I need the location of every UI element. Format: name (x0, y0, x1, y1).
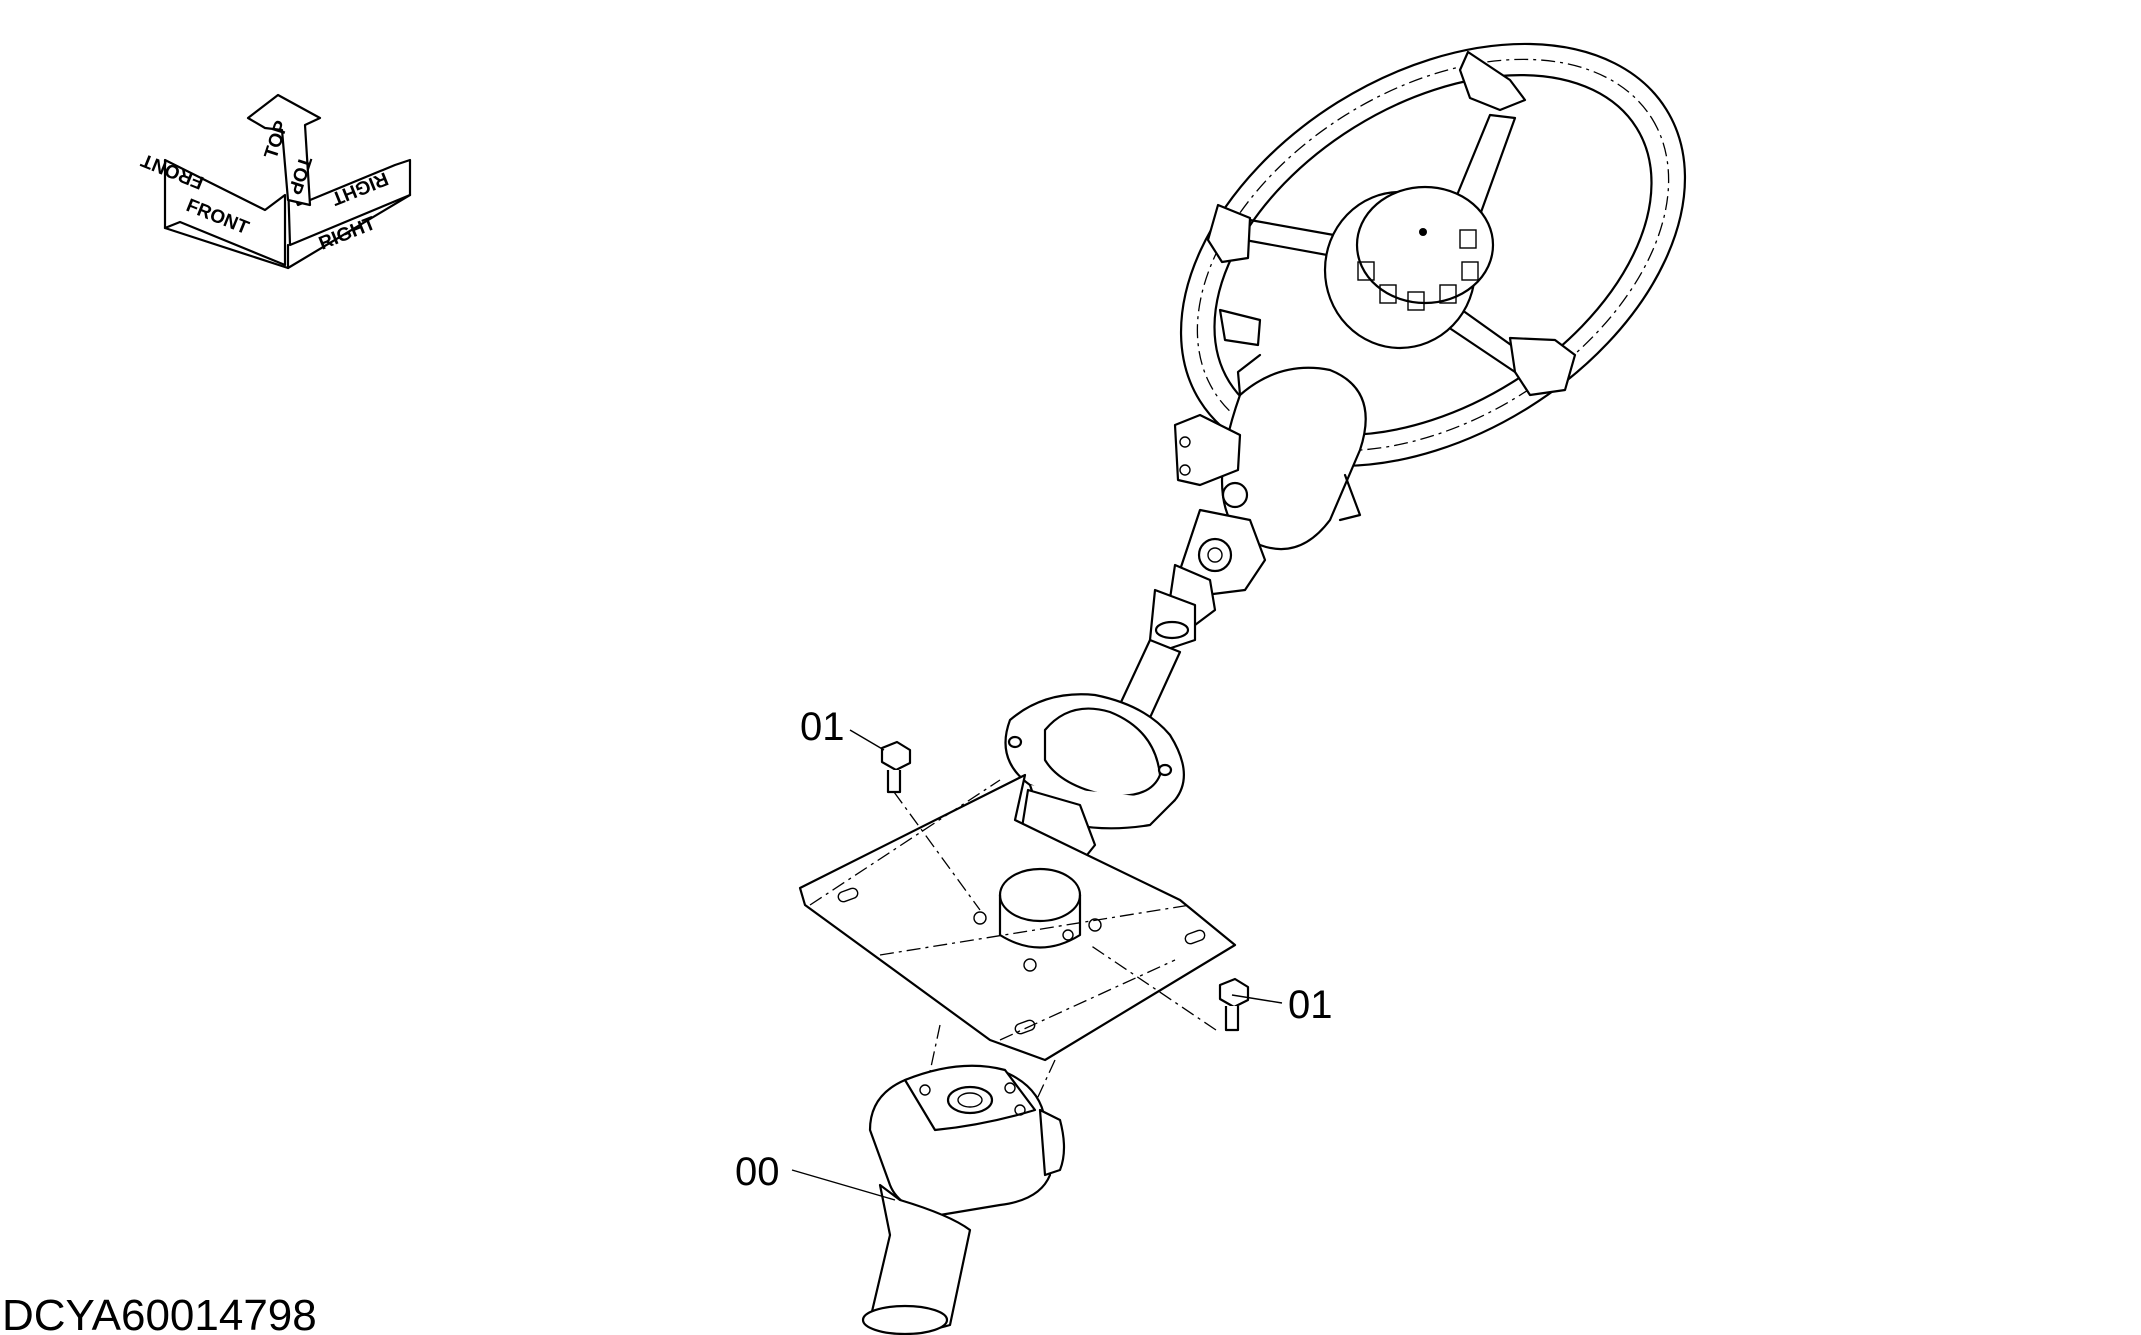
callout-leaders (791, 729, 1283, 1201)
steering-unit (861, 1024, 1066, 1335)
orientation-indicator: FRONT FRONT TOP TOP RIGHT RIGHT (138, 93, 412, 270)
document-id: DCYA60014798 (2, 1291, 317, 1335)
mounting-plate (798, 773, 1237, 1062)
bolt-lower-right (1089, 944, 1250, 1032)
upper-column (1173, 308, 1367, 551)
bolt-upper-left (880, 740, 981, 911)
callout-label-bolt-lower: 01 (1288, 983, 1333, 1027)
callout-label-bolt-upper: 01 (800, 705, 845, 749)
steering-wheel (1179, 42, 1687, 468)
callout-label-steering-unit: 00 (735, 1150, 780, 1194)
